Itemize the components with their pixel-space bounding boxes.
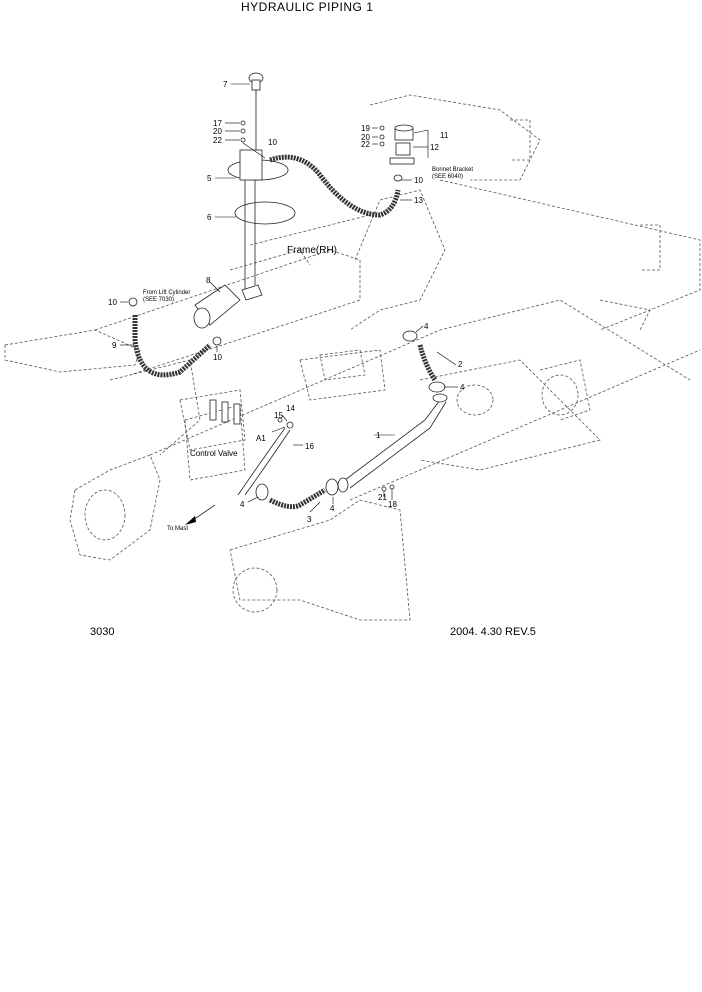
- page-number: 3030: [90, 626, 115, 638]
- callout-4: 4: [460, 383, 465, 392]
- callout-4: 4: [424, 322, 429, 331]
- callout-11: 11: [440, 131, 449, 140]
- callout-13: 13: [414, 196, 423, 205]
- frame-outline: [4, 94, 701, 621]
- part-callouts: 7 17 20 22 10 5 6 8 10 9 10 11 19 20 22 …: [108, 80, 465, 524]
- callout-9: 9: [112, 341, 117, 350]
- page-title: HYDRAULIC PIPING 1: [241, 0, 374, 14]
- bonnet-parts: [389, 124, 415, 182]
- callout-14: 14: [286, 404, 295, 413]
- pipes: [337, 393, 448, 493]
- callout-10: 10: [414, 176, 423, 185]
- callout-4: 4: [240, 500, 245, 509]
- filter: [193, 284, 241, 329]
- callout-1: 1: [376, 431, 381, 440]
- callout-12: 12: [430, 143, 439, 152]
- to-mast-label: To Mast: [167, 526, 188, 532]
- callout-19: 19: [361, 124, 370, 133]
- tank-assembly: [227, 72, 296, 301]
- callout-8: 8: [206, 276, 211, 285]
- callout-5: 5: [207, 174, 212, 183]
- from-lift-cylinder-label: From Lift Cylinder: [143, 290, 190, 296]
- callout-2: 2: [458, 360, 463, 369]
- callout-6: 6: [207, 213, 212, 222]
- callout-21: 21: [378, 493, 387, 502]
- text-labels: Frame(RH) Control Valve A1 To Mast From …: [143, 167, 473, 532]
- hoses: [132, 154, 438, 510]
- callout-22: 22: [361, 140, 370, 149]
- bonnet-bracket-label: Bonnet Bracket: [432, 167, 473, 173]
- callout-18: 18: [388, 500, 397, 509]
- to-mast-arrow: [185, 504, 216, 525]
- clamps: [255, 330, 446, 501]
- callout-20: 20: [361, 133, 370, 142]
- control-valve-label: Control Valve: [190, 449, 238, 458]
- callout-16: 16: [305, 442, 314, 451]
- callout-4: 4: [330, 504, 335, 513]
- revision-date: 2004. 4.30 REV.5: [450, 626, 536, 638]
- see-6040-label: (SEE 6040): [432, 174, 463, 180]
- callout-10: 10: [268, 138, 277, 147]
- leader-lines: [120, 83, 458, 513]
- fittings: [128, 120, 395, 492]
- see-7030-label: (SEE 7030): [143, 297, 174, 303]
- callout-17: 17: [213, 119, 222, 128]
- callout-10: 10: [108, 298, 117, 307]
- frame-rh-label: Frame(RH): [287, 245, 337, 256]
- callout-10: 10: [213, 353, 222, 362]
- callout-3: 3: [307, 515, 312, 524]
- callout-7: 7: [223, 80, 228, 89]
- callout-15: 15: [274, 411, 283, 420]
- control-valve-body: [184, 399, 246, 481]
- callout-22: 22: [213, 136, 222, 145]
- a1-label: A1: [256, 434, 266, 443]
- callout-20: 20: [213, 127, 222, 136]
